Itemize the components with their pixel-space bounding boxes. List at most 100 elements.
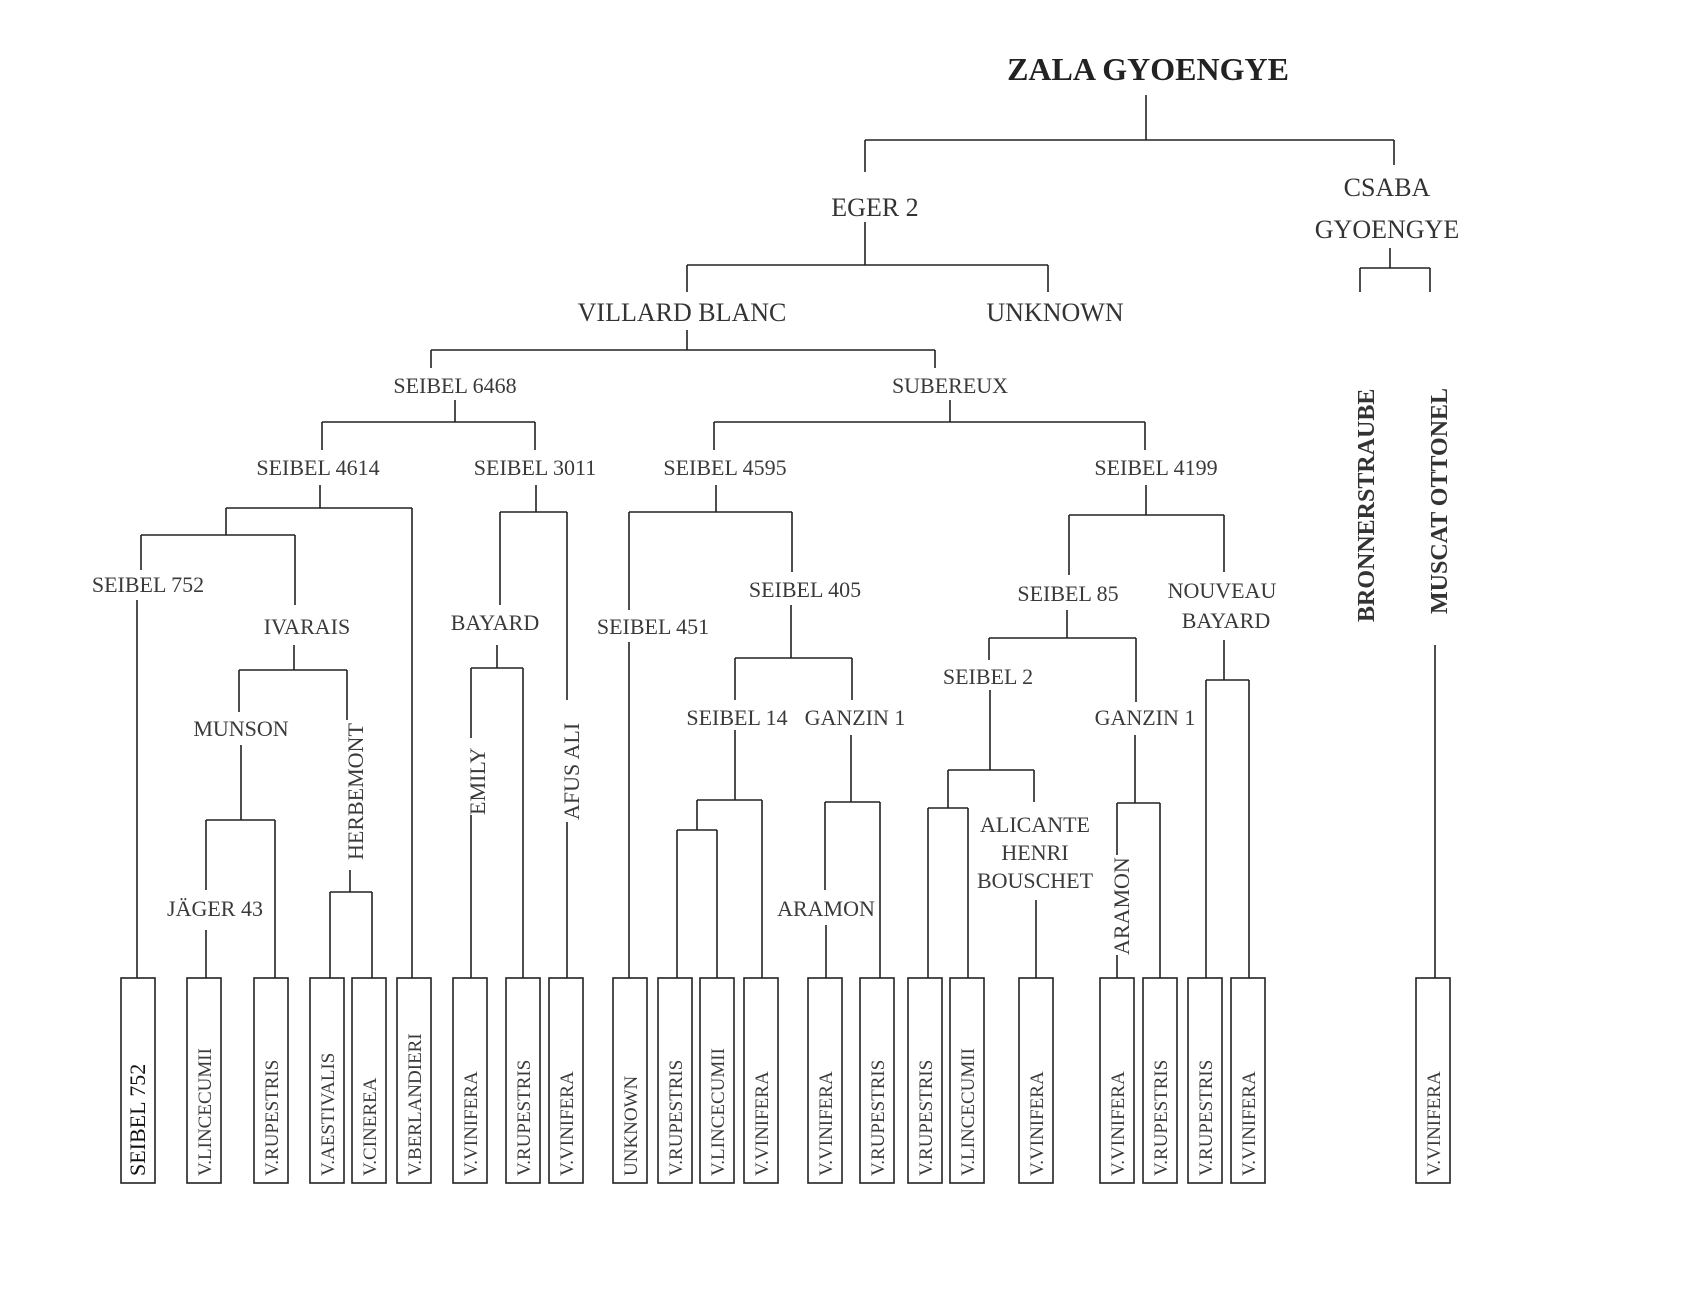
leaf-node: V.RUPESTRIS	[253, 977, 289, 1184]
leaf-label: V.VINIFERA	[1108, 1071, 1129, 1176]
node-aramon-left: ARAMON	[777, 896, 875, 921]
leaf-box	[396, 977, 432, 1184]
leaf-box	[743, 977, 779, 1184]
leaf-box	[1187, 977, 1223, 1184]
leaf-label: V.BERLANDIERI	[405, 1033, 426, 1176]
leaf-box	[120, 977, 156, 1184]
leaf-node: V.RUPESTRIS	[859, 977, 895, 1184]
node-alicante-line2: HENRI	[1001, 840, 1068, 865]
leaf-label: SEIBEL 752	[125, 1064, 150, 1176]
node-eger-2: EGER 2	[831, 193, 918, 222]
leaf-node: V.AESTIVALIS	[309, 977, 345, 1184]
node-seibel-14: SEIBEL 14	[686, 705, 787, 730]
node-ganzin-1-right: GANZIN 1	[1095, 705, 1196, 730]
leaf-node: V.RUPESTRIS	[1187, 977, 1223, 1184]
node-villard-blanc: VILLARD BLANC	[578, 298, 787, 327]
leaf-node: V.VINIFERA	[1099, 977, 1135, 1184]
node-seibel-405: SEIBEL 405	[749, 577, 861, 602]
leaf-box	[186, 977, 222, 1184]
node-muscat-ottonel: MUSCAT OTTONEL	[1427, 388, 1453, 614]
leaf-label: V.VINIFERA	[816, 1071, 837, 1176]
leaf-box	[949, 977, 985, 1184]
leaf-label: V.RUPESTRIS	[262, 1060, 283, 1176]
leaf-box	[612, 977, 648, 1184]
leaf-box	[253, 977, 289, 1184]
leaf-label: V.VINIFERA	[1424, 1071, 1445, 1176]
leaf-node: V.VINIFERA	[452, 977, 488, 1184]
leaf-label: V.LINCECUMII	[195, 1048, 216, 1176]
leaf-box	[351, 977, 387, 1184]
leaf-box	[907, 977, 943, 1184]
node-ganzin-1-left: GANZIN 1	[805, 705, 906, 730]
node-alicante-line3: BOUSCHET	[977, 868, 1094, 893]
node-jager-43: JÄGER 43	[167, 896, 263, 921]
leaf-node: V.VINIFERA	[1018, 977, 1054, 1184]
leaf-node: V.LINCECUMII	[186, 977, 222, 1184]
node-bronnerstraube: BRONNERSTRAUBE	[1354, 389, 1380, 622]
node-subereux: SUBEREUX	[892, 373, 1008, 398]
connector-lines	[136, 95, 1436, 978]
leaf-node: V.VINIFERA	[548, 977, 584, 1184]
leaf-label: V.LINCECUMII	[958, 1048, 979, 1176]
node-seibel-3011: SEIBEL 3011	[474, 455, 596, 480]
leaf-box	[1099, 977, 1135, 1184]
node-csaba-line2: GYOENGYE	[1315, 215, 1459, 244]
node-herbemont: HERBEMONT	[343, 723, 368, 860]
leaf-box	[1018, 977, 1054, 1184]
node-csaba-line1: CSABA	[1344, 173, 1431, 202]
leaf-label: V.VINIFERA	[1027, 1071, 1048, 1176]
root-title: ZALA GYOENGYE	[1007, 51, 1289, 87]
leaf-node: V.LINCECUMII	[949, 977, 985, 1184]
leaf-box	[452, 977, 488, 1184]
leaf-box	[807, 977, 843, 1184]
leaf-box	[859, 977, 895, 1184]
leaf-node: UNKNOWN	[612, 977, 648, 1184]
node-seibel-4614: SEIBEL 4614	[256, 455, 379, 480]
leaf-box	[657, 977, 693, 1184]
leaf-boxes: SEIBEL 752 V.LINCECUMII V.RUPESTRIS V.AESTI…	[120, 977, 1451, 1184]
node-alicante-line1: ALICANTE	[980, 812, 1090, 837]
node-aramon-right: ARAMON	[1109, 857, 1134, 955]
leaf-box	[548, 977, 584, 1184]
leaf-node: V.VINIFERA	[1230, 977, 1266, 1184]
leaf-label: V.VINIFERA	[752, 1071, 773, 1176]
leaf-box	[699, 977, 735, 1184]
node-seibel-4199: SEIBEL 4199	[1094, 455, 1217, 480]
leaf-node: SEIBEL 752	[120, 977, 156, 1184]
leaf-node: V.BERLANDIERI	[396, 977, 432, 1184]
leaf-node: V.LINCECUMII	[699, 977, 735, 1184]
node-bayard: BAYARD	[451, 610, 539, 635]
node-unknown: UNKNOWN	[986, 298, 1123, 327]
leaf-box	[1142, 977, 1178, 1184]
leaf-label: V.AESTIVALIS	[318, 1053, 339, 1176]
node-seibel-2: SEIBEL 2	[943, 664, 1033, 689]
node-nouveau-bayard-line1: NOUVEAU	[1168, 578, 1277, 603]
leaf-node: V.RUPESTRIS	[505, 977, 541, 1184]
leaf-box	[1230, 977, 1266, 1184]
leaf-node: V.VINIFERA	[807, 977, 843, 1184]
node-seibel-451: SEIBEL 451	[597, 614, 709, 639]
node-munson: MUNSON	[193, 716, 288, 741]
leaf-label: V.VINIFERA	[557, 1071, 578, 1176]
leaf-label: V.RUPESTRIS	[514, 1060, 535, 1176]
leaf-node: V.RUPESTRIS	[657, 977, 693, 1184]
leaf-label: V.RUPESTRIS	[1151, 1060, 1172, 1176]
node-seibel-4595: SEIBEL 4595	[663, 455, 786, 480]
node-afus-ali: AFUS ALI	[559, 723, 584, 820]
leaf-label: V.RUPESTRIS	[916, 1060, 937, 1176]
leaf-box	[1415, 977, 1451, 1184]
leaf-node: V.RUPESTRIS	[907, 977, 943, 1184]
leaf-box	[309, 977, 345, 1184]
leaf-label: V.CINEREA	[360, 1077, 381, 1176]
leaf-node: V.RUPESTRIS	[1142, 977, 1178, 1184]
node-seibel-752: SEIBEL 752	[92, 572, 204, 597]
leaf-label: V.VINIFERA	[1239, 1071, 1260, 1176]
leaf-node: V.CINEREA	[351, 977, 387, 1184]
node-ivarais: IVARAIS	[264, 614, 350, 639]
node-seibel-6468: SEIBEL 6468	[393, 373, 516, 398]
leaf-node: V.VINIFERA	[743, 977, 779, 1184]
leaf-label: UNKNOWN	[621, 1075, 642, 1176]
leaf-label: V.RUPESTRIS	[666, 1060, 687, 1176]
node-emily: EMILY	[465, 747, 490, 815]
